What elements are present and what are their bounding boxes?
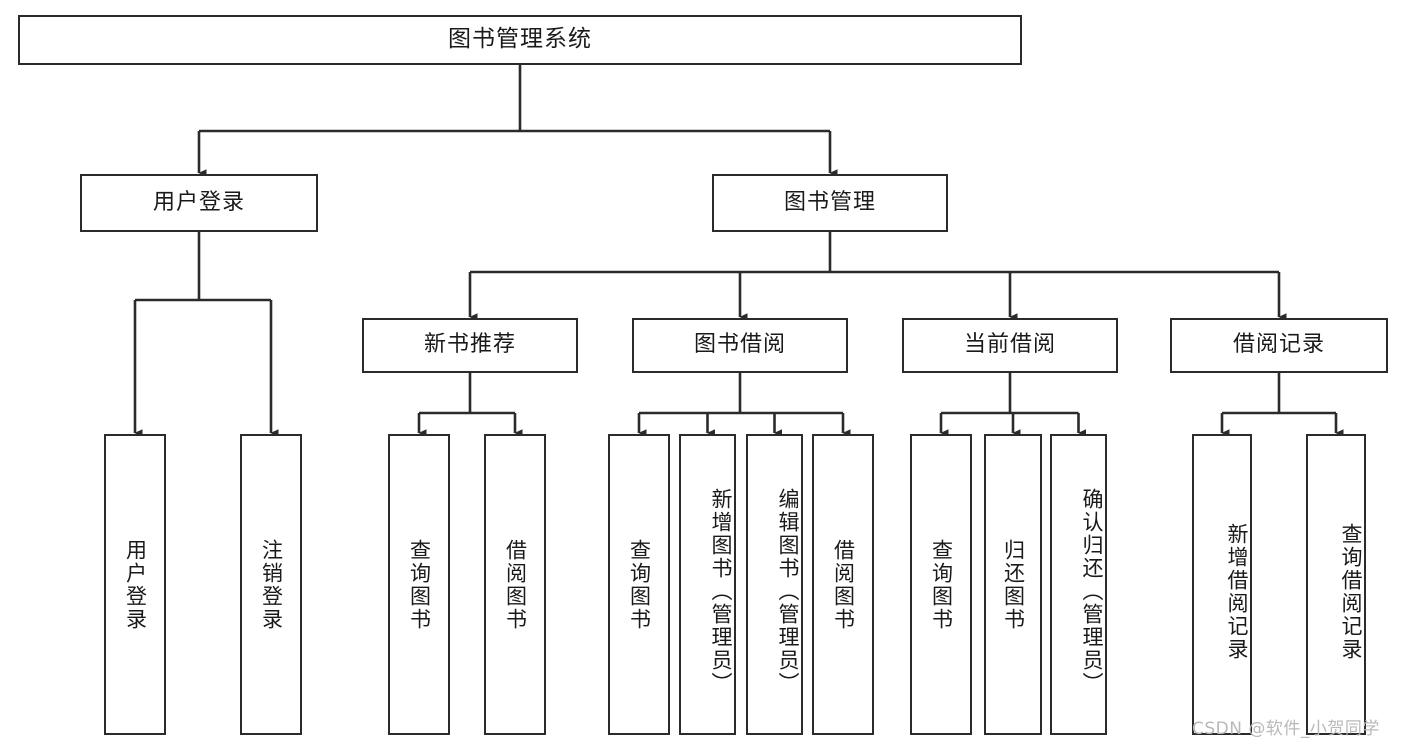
csdn-watermark: CSDN @软件_小贺同学 [1192, 719, 1380, 739]
node-leaf-confirm-return[interactable]: 确认归还（管理员） [1050, 434, 1107, 735]
node-new-book-recommend[interactable]: 新书推荐 [362, 318, 578, 373]
node-leaf-borrow-book-2[interactable]: 借阅图书 [812, 434, 874, 735]
node-leaf-return-book[interactable]: 归还图书 [984, 434, 1042, 735]
node-current-borrow[interactable]: 当前借阅 [902, 318, 1118, 373]
node-leaf-add-book[interactable]: 新增图书（管理员） [679, 434, 736, 735]
node-book-manage[interactable]: 图书管理 [712, 174, 948, 232]
node-leaf-query-book-1[interactable]: 查询图书 [388, 434, 450, 735]
node-book-borrow[interactable]: 图书借阅 [632, 318, 848, 373]
node-borrow-record[interactable]: 借阅记录 [1170, 318, 1388, 373]
node-leaf-query-book-3[interactable]: 查询图书 [910, 434, 972, 735]
node-leaf-borrow-book-1[interactable]: 借阅图书 [484, 434, 546, 735]
edge-group [133, 65, 1344, 437]
node-leaf-user-login[interactable]: 用户登录 [104, 434, 166, 735]
node-user-login[interactable]: 用户登录 [80, 174, 318, 232]
node-leaf-add-borrow-record[interactable]: 新增借阅记录 [1192, 434, 1252, 735]
node-leaf-edit-book[interactable]: 编辑图书（管理员） [746, 434, 803, 735]
node-root[interactable]: 图书管理系统 [18, 15, 1022, 65]
node-leaf-query-book-2[interactable]: 查询图书 [608, 434, 670, 735]
node-leaf-query-borrow-record[interactable]: 查询借阅记录 [1306, 434, 1366, 735]
node-leaf-user-logout[interactable]: 注销登录 [240, 434, 302, 735]
